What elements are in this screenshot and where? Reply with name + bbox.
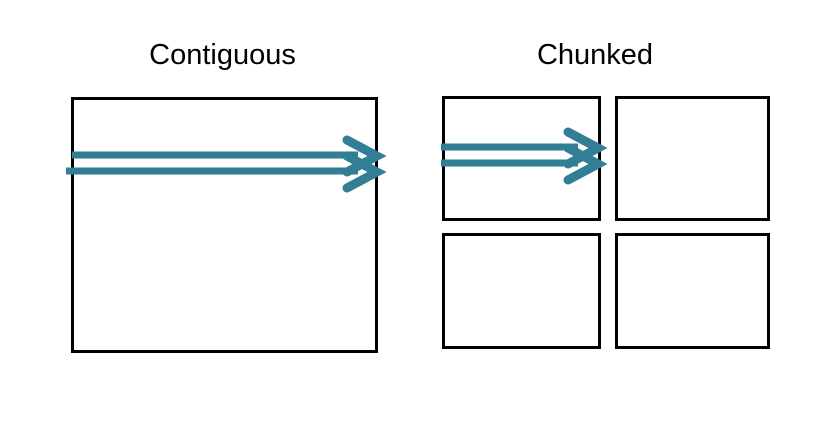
panel-title-contiguous: Contiguous — [149, 39, 296, 71]
panel-title-chunked: Chunked — [536, 39, 654, 71]
memory-block-chunk-0 — [442, 96, 601, 221]
memory-block-chunk-3 — [615, 233, 770, 349]
memory-block-chunk-2 — [442, 233, 601, 349]
memory-block-contiguous — [71, 97, 378, 353]
memory-block-chunk-1 — [615, 96, 770, 221]
